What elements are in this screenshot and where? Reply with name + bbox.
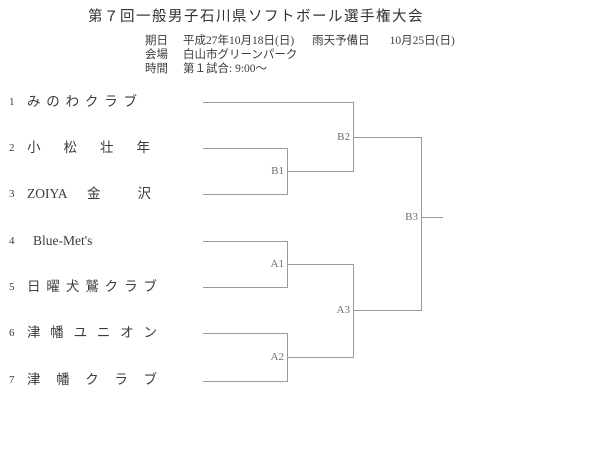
info-label-rain-date: 雨天予備日: [312, 35, 370, 47]
info-label-time: 時間: [145, 63, 168, 75]
match-b1-winner-line: [287, 171, 353, 172]
team-seed: 4: [9, 235, 15, 247]
info-value-rain-date: 10月25日(日): [389, 35, 455, 47]
team-row-3: 3 ZOIYA 金 沢: [9, 184, 151, 204]
team-name: みのわクラブ: [27, 94, 137, 109]
match-label-a1: A1: [270, 258, 284, 270]
match-label-b1: B1: [271, 165, 284, 177]
team-seed: 7: [9, 374, 15, 386]
team-name: 日曜犬鷲クラブ: [27, 279, 157, 294]
team-row-5: 5 日曜犬鷲クラブ: [9, 277, 157, 297]
info-row-venue: 会場 白山市グリーンパーク: [145, 48, 455, 62]
team-row-1: 1 みのわクラブ: [9, 92, 137, 112]
team-row-7: 7 津幡クラブ: [9, 370, 157, 390]
info-row-time: 時間 第１試合: 9:00～: [145, 62, 455, 76]
match-a3-vertical: [353, 264, 354, 358]
match-b3-vertical: [421, 137, 422, 311]
page-title: 第７回一般男子石川県ソフトボール選手権大会: [88, 9, 424, 25]
match-a1-winner-line: [287, 264, 353, 265]
team5-line: [203, 287, 287, 288]
match-label-b3: B3: [405, 211, 418, 223]
team3-line: [203, 194, 287, 195]
team7-line: [203, 381, 287, 382]
event-info: 期日 平成27年10月18日(日) 雨天予備日 10月25日(日) 会場 白山市…: [145, 34, 455, 76]
info-value-time: 第１試合: 9:00～: [183, 63, 268, 75]
team-row-6: 6 津幡ユニオン: [9, 323, 157, 343]
match-b3-winner-line: [421, 217, 443, 218]
match-label-a2: A2: [270, 351, 284, 363]
team4-line: [203, 241, 287, 242]
team-seed: 5: [9, 281, 15, 293]
info-label-date: 期日: [145, 35, 168, 47]
team-row-2: 2 小松壮年: [9, 138, 150, 158]
match-a3-winner-line: [353, 310, 421, 311]
team2-line: [203, 148, 287, 149]
match-label-a3: A3: [336, 304, 350, 316]
team-name: 津幡クラブ: [27, 372, 157, 387]
info-value-date: 平成27年10月18日(日): [183, 35, 295, 47]
match-label-b2: B2: [337, 131, 350, 143]
team-row-4: 4 Blue-Met's: [9, 231, 163, 251]
info-label-venue: 会場: [145, 49, 168, 61]
info-value-venue: 白山市グリーンパーク: [183, 49, 298, 61]
info-row-date: 期日 平成27年10月18日(日) 雨天予備日 10月25日(日): [145, 34, 455, 48]
team-name: 小松壮年: [27, 140, 150, 155]
match-a2-winner-line: [287, 357, 353, 358]
team-seed: 1: [9, 96, 15, 108]
team-seed: 2: [9, 142, 15, 154]
team6-line: [203, 333, 287, 334]
team-seed: 3: [9, 188, 15, 200]
team1-line: [203, 102, 353, 103]
team-name: Blue-Met's: [33, 233, 93, 248]
team-name: ZOIYA 金 沢: [27, 186, 151, 201]
team-name: 津幡ユニオン: [27, 325, 157, 340]
team-seed: 6: [9, 327, 15, 339]
match-b2-winner-line: [353, 137, 421, 138]
